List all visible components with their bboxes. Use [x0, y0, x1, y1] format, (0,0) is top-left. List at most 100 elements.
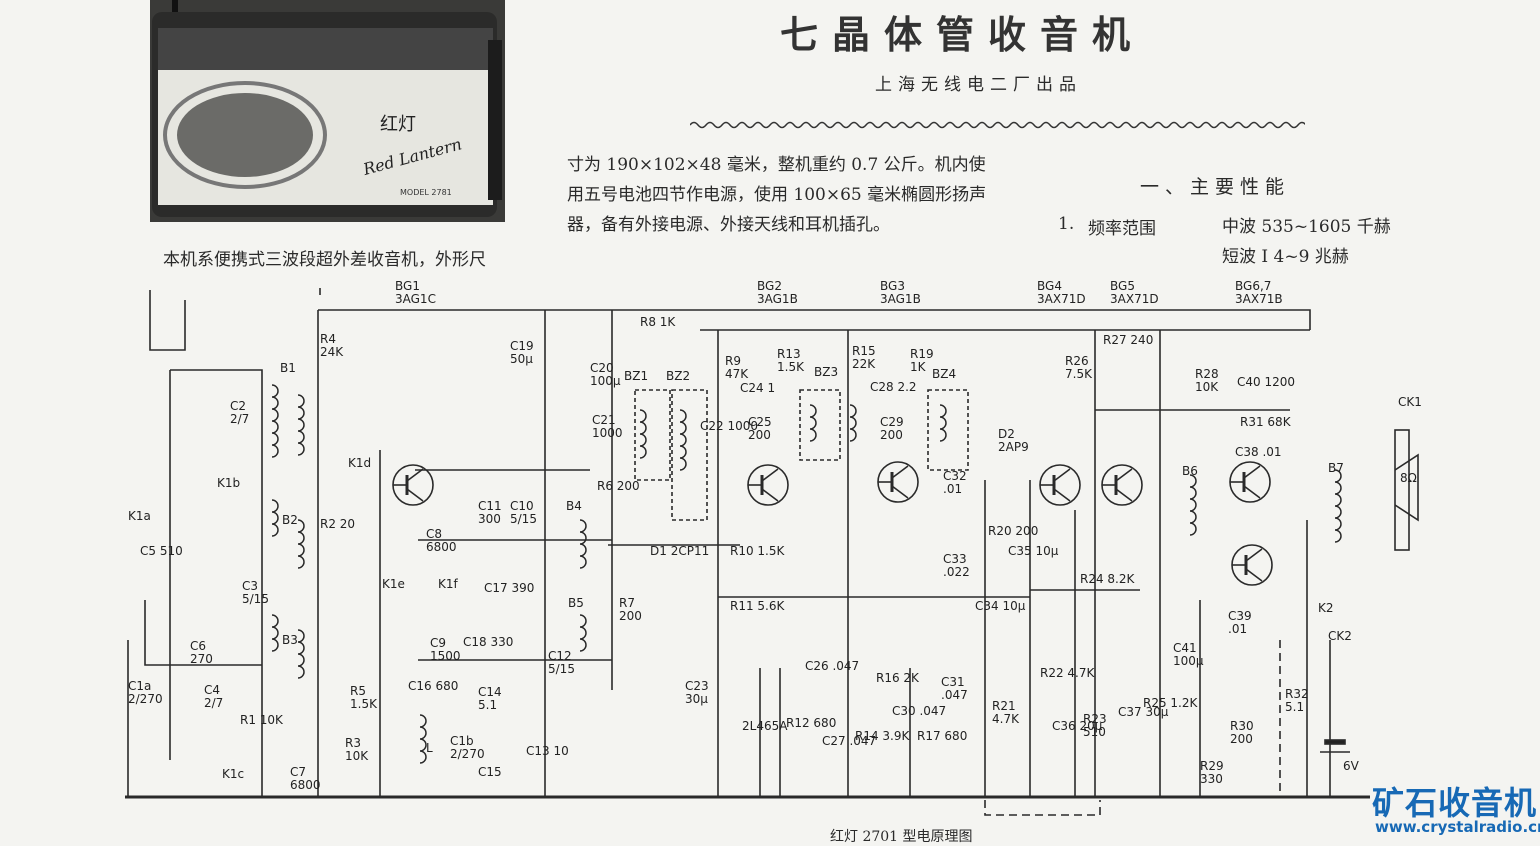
- watermark-logo: 矿石收音机: [1372, 784, 1538, 822]
- coil-symbol: [271, 384, 279, 458]
- component-ref: C35 10μ: [1008, 544, 1059, 558]
- component-value: .01: [1228, 622, 1248, 636]
- component-ref: R12 680: [786, 716, 837, 730]
- component-ref: BZ3: [814, 365, 839, 379]
- component-label: C34 10μ: [975, 600, 1025, 613]
- component-label: C22 1000: [700, 420, 758, 433]
- spec-name: 频率范围: [1088, 219, 1156, 239]
- component-label: CK2: [1328, 630, 1352, 643]
- component-label: C31.047: [941, 676, 968, 702]
- component-value: 3AG1B: [757, 292, 798, 306]
- component-value: 200: [1230, 732, 1253, 746]
- component-value: 200: [748, 428, 771, 442]
- spec-short-wave: 短波 I 4~9 兆赫: [1222, 247, 1349, 267]
- transistor-symbol: [1231, 544, 1273, 586]
- component-ref: 6V: [1343, 759, 1359, 773]
- watermark-url: www.crystalradio.cn: [1375, 818, 1540, 836]
- component-label: 8Ω: [1400, 472, 1417, 485]
- component-ref: C3: [242, 579, 259, 593]
- component-value: 200: [880, 428, 903, 442]
- component-ref: K1d: [348, 456, 372, 470]
- component-value: 24K: [320, 345, 344, 359]
- component-ref: R9: [725, 354, 741, 368]
- component-value: 2/270: [128, 692, 163, 706]
- component-ref: C33: [943, 552, 967, 566]
- radio-photo: 红灯 Red Lantern MODEL 2781: [150, 0, 505, 222]
- component-ref: C30 .047: [892, 704, 947, 718]
- component-ref: R22 4.7K: [1040, 666, 1095, 680]
- component-label: R2 20: [320, 518, 355, 531]
- component-ref: 8Ω: [1400, 471, 1417, 485]
- component-ref: R8 1K: [640, 315, 676, 329]
- component-label: K1f: [438, 578, 458, 591]
- component-ref: D2: [998, 427, 1015, 441]
- component-ref: R29: [1200, 759, 1224, 773]
- component-ref: R26: [1065, 354, 1089, 368]
- component-label: B5: [568, 597, 584, 610]
- component-ref: C9: [430, 636, 447, 650]
- coil-symbol: [1189, 474, 1197, 536]
- coil-symbol: [639, 409, 647, 459]
- component-ref: C23: [685, 679, 709, 693]
- component-value: 22K: [852, 357, 876, 371]
- component-label: C32.01: [943, 470, 967, 496]
- component-ref: C27 .047: [822, 734, 877, 748]
- component-ref: C8: [426, 527, 443, 541]
- component-label: B7: [1328, 462, 1344, 475]
- component-value: 510: [1083, 725, 1106, 739]
- component-value: 3AX71B: [1235, 292, 1283, 306]
- component-value: 1.5K: [777, 360, 804, 374]
- component-ref: R10 1.5K: [730, 544, 785, 558]
- component-ref: C1b: [450, 734, 474, 748]
- component-ref: R28: [1195, 367, 1219, 381]
- coil-symbol: [1334, 469, 1342, 543]
- component-label: R22 4.7K: [1040, 667, 1094, 680]
- component-value: 3AX71D: [1037, 292, 1086, 306]
- component-label: C5 510: [140, 545, 183, 558]
- component-ref: R14 3.9K: [855, 729, 910, 743]
- component-ref: 2L465A: [742, 719, 788, 733]
- component-value: 50μ: [510, 352, 533, 366]
- coil-symbol: [679, 409, 687, 471]
- component-ref: C14: [478, 685, 502, 699]
- component-value: 5/15: [510, 512, 537, 526]
- component-value: 2/7: [230, 412, 250, 426]
- coil-symbol: [297, 519, 305, 569]
- component-label: BZ4: [932, 368, 956, 381]
- component-label: R25 1.2K: [1143, 697, 1197, 710]
- component-label: K2: [1318, 602, 1334, 615]
- component-ref: CK2: [1328, 629, 1352, 643]
- component-ref: R11 5.6K: [730, 599, 785, 613]
- intro-caption: 本机系便携式三波段超外差收音机，外形尺: [163, 250, 486, 270]
- component-ref: C15: [478, 765, 502, 779]
- component-ref: R32: [1285, 687, 1309, 701]
- component-value: 5.1: [478, 698, 498, 712]
- brand-cn: 红灯: [380, 114, 416, 135]
- component-label: K1e: [382, 578, 405, 591]
- component-value: 5.1: [1285, 700, 1305, 714]
- supply-rail: [318, 309, 1311, 330]
- component-ref: R27 240: [1103, 333, 1154, 347]
- intro-paragraph: 寸为 190×102×48 毫米，整机重约 0.7 公斤。机内使用五号电池四节作…: [567, 155, 987, 235]
- component-ref: C18 330: [463, 635, 514, 649]
- coil-symbol: [419, 714, 427, 764]
- component-ref: R6 200: [597, 479, 640, 493]
- component-label: K1c: [222, 768, 244, 781]
- component-label: C13 10: [526, 745, 569, 758]
